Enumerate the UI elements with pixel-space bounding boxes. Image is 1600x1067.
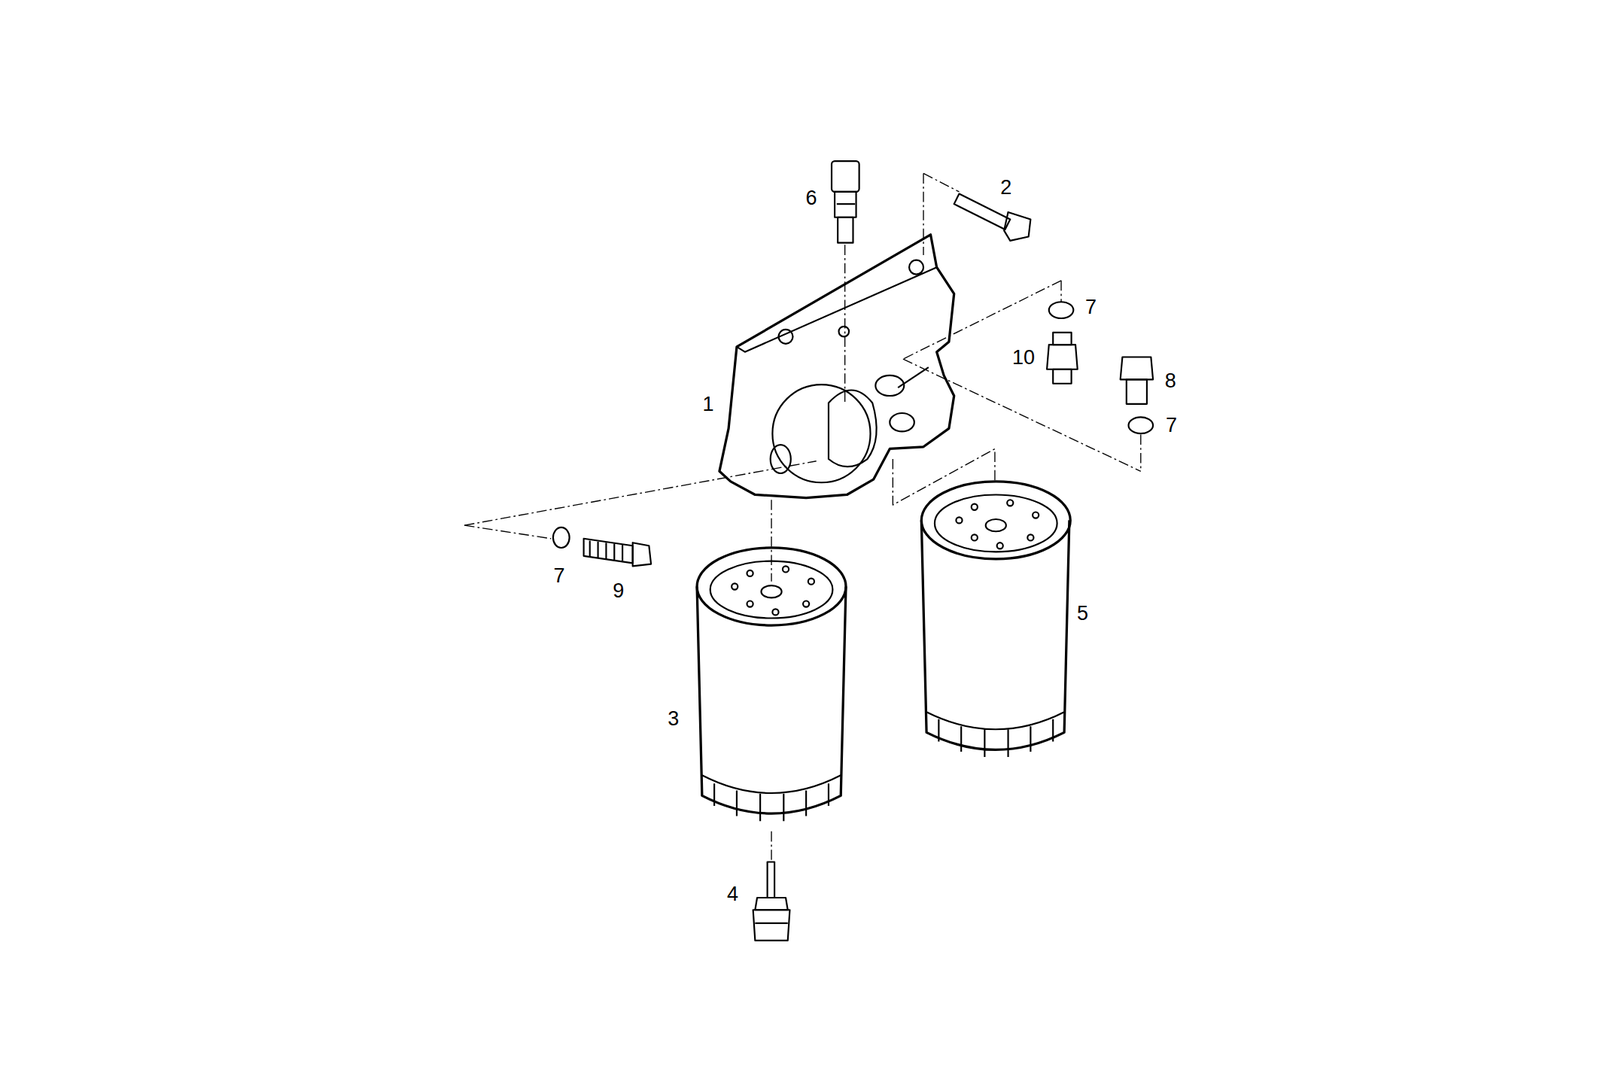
callout-number: 3 <box>666 708 681 729</box>
callout-number: 7 <box>1164 415 1179 436</box>
callout-number: 10 <box>1010 346 1037 368</box>
callout-number: 2 <box>998 177 1013 198</box>
callout-number: 6 <box>803 188 819 209</box>
callout-number: 5 <box>1075 602 1090 624</box>
callout-number: 4 <box>725 883 740 904</box>
callout-number: 8 <box>1163 370 1178 391</box>
callout-number: 1 <box>700 393 715 414</box>
callout-number: 7 <box>1083 297 1099 318</box>
callout-number: 7 <box>551 565 566 586</box>
callout-number: 9 <box>611 580 626 602</box>
